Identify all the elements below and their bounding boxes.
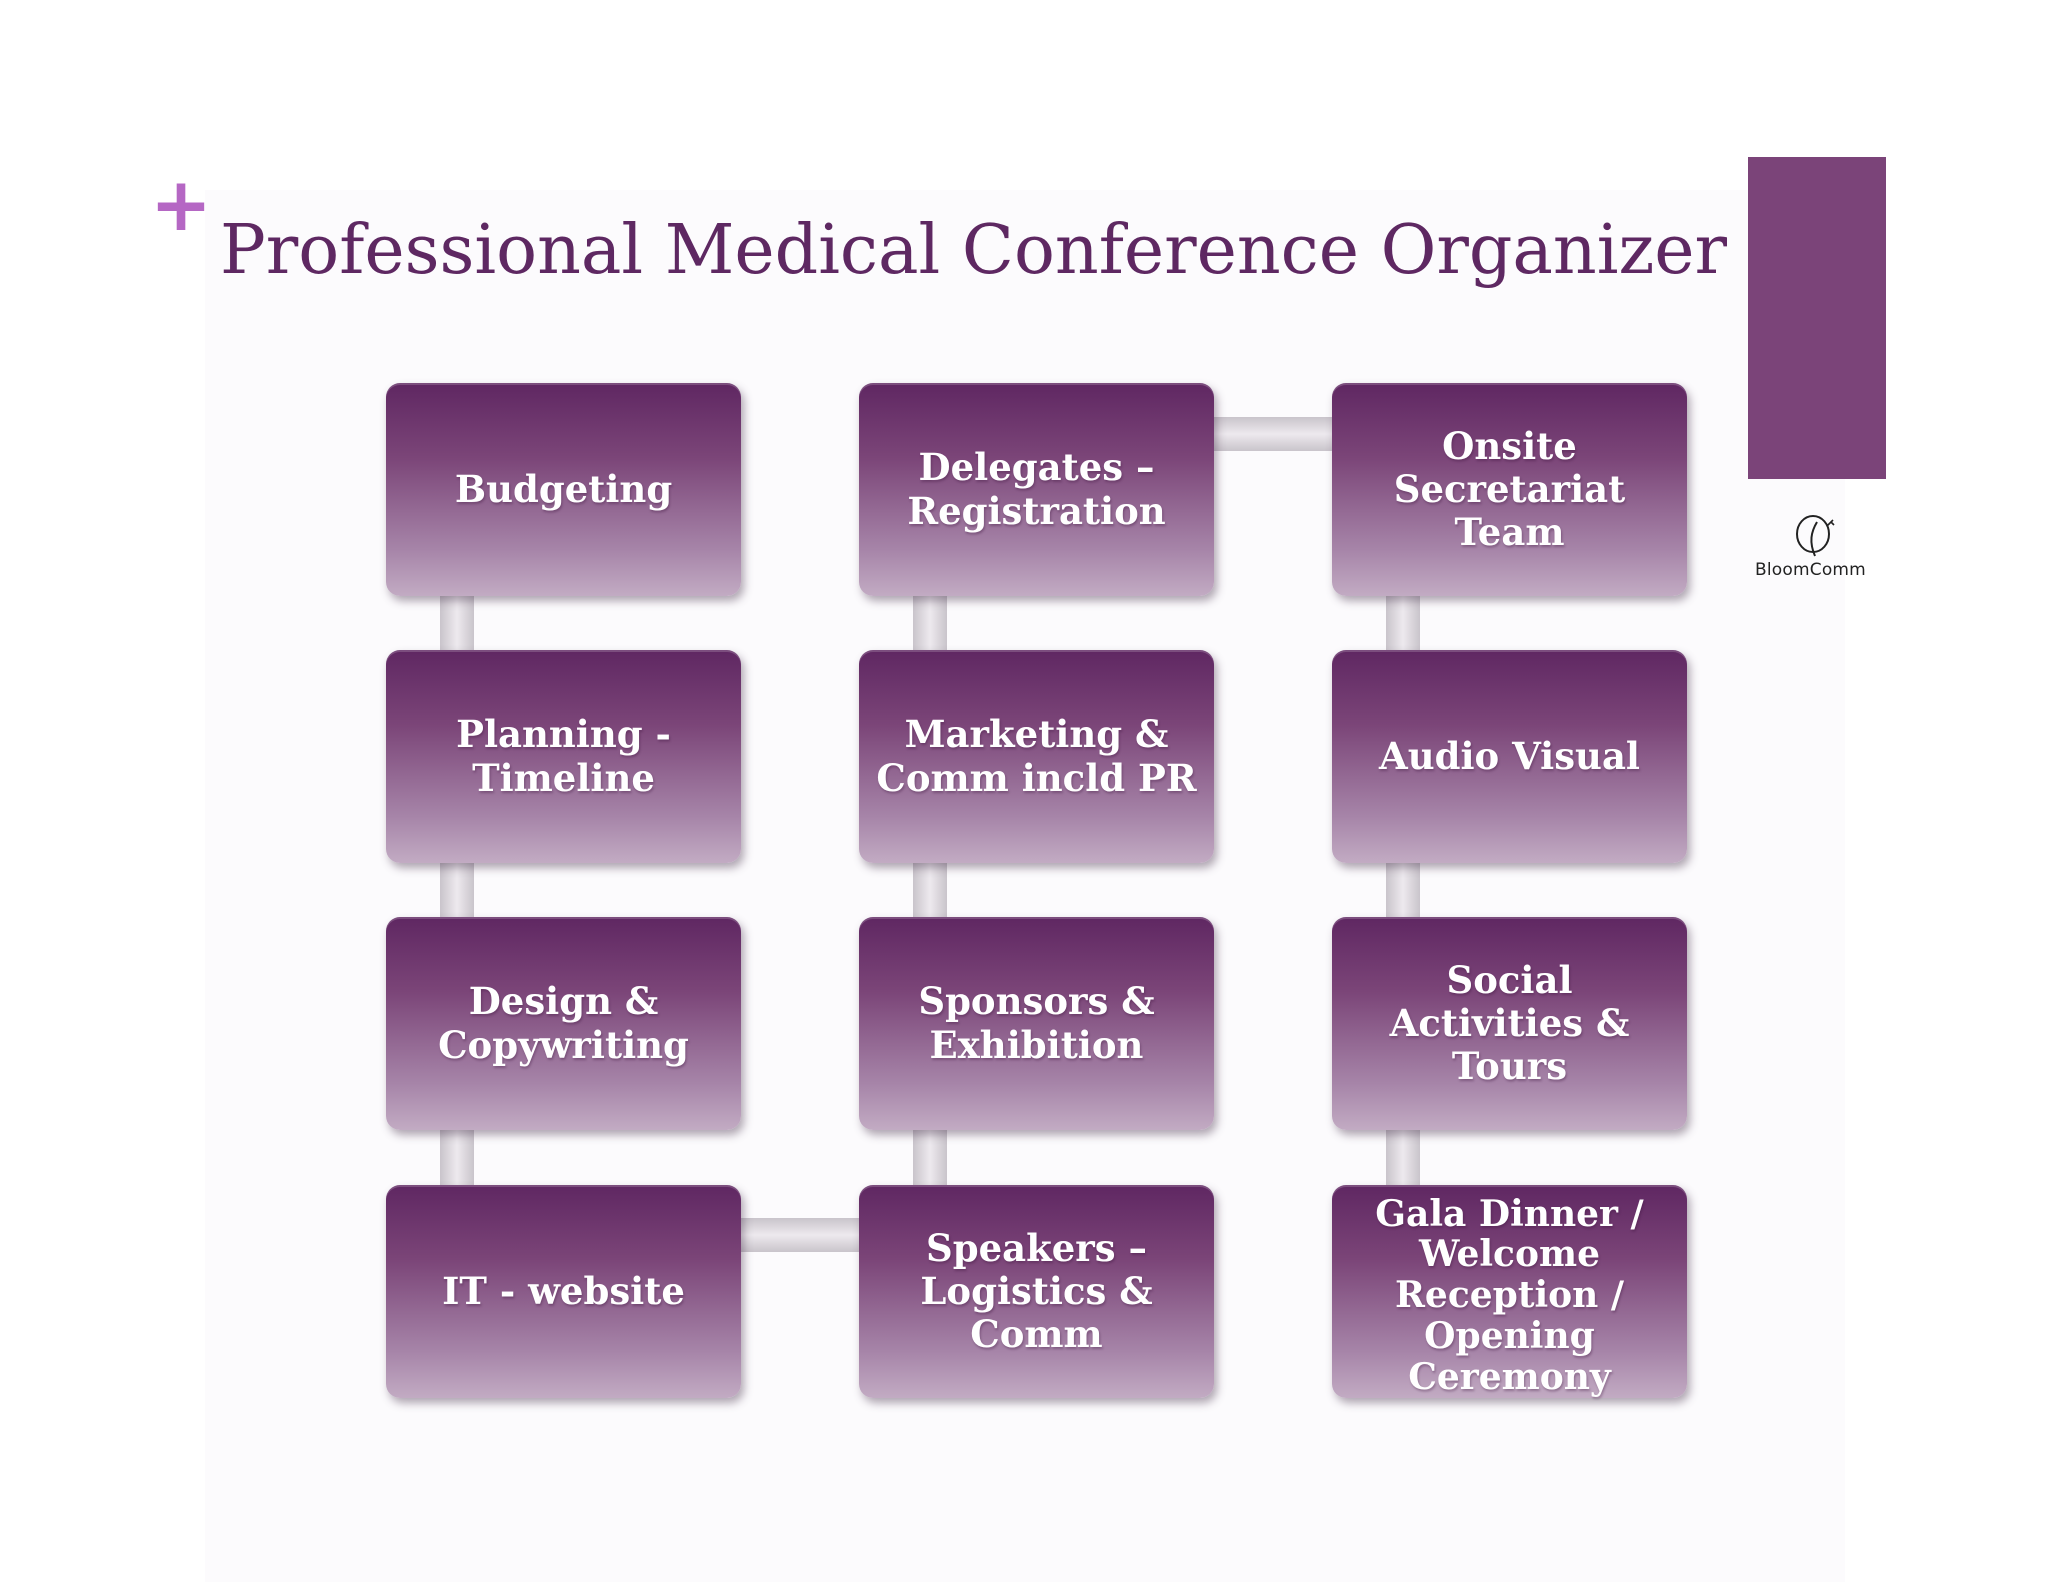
box-label: Marketing & Comm incld PR <box>876 712 1197 800</box>
box-label: Gala Dinner / Welcome Reception / Openin… <box>1375 1192 1644 1398</box>
box-label: Sponsors & Exhibition <box>918 979 1155 1067</box>
page-title: Professional Medical Conference Organize… <box>220 211 1728 290</box>
connector-h-bottom <box>738 1218 860 1252</box>
connector-c2-3-4 <box>913 1127 947 1185</box>
box-label: Social Activities & Tours <box>1389 957 1630 1089</box>
connector-c3-1-2 <box>1386 592 1420 650</box>
connector-c1-2-3 <box>440 859 474 917</box>
box-speakers-logistics: Speakers – Logistics & Comm <box>859 1185 1214 1398</box>
box-label: Budgeting <box>454 466 673 511</box>
box-social-activities: Social Activities & Tours <box>1332 917 1687 1130</box>
box-onsite-secretariat: Onsite Secretariat Team <box>1332 383 1687 596</box>
box-it-website: IT - website <box>386 1185 741 1398</box>
box-label: Speakers – Logistics & Comm <box>920 1225 1153 1357</box>
box-delegates-registration: Delegates – Registration <box>859 383 1214 596</box>
box-gala-dinner: Gala Dinner / Welcome Reception / Openin… <box>1332 1185 1687 1398</box>
bloomcomm-logo: BloomComm <box>1752 512 1882 580</box>
logo-text: BloomComm <box>1755 560 1866 580</box>
box-label: IT - website <box>442 1268 685 1313</box>
connector-c1-3-4 <box>440 1127 474 1185</box>
box-label: Design & Copywriting <box>438 979 689 1067</box>
connector-c2-1-2 <box>913 592 947 650</box>
connector-c3-2-3 <box>1386 859 1420 917</box>
box-label: Audio Visual <box>1379 733 1640 778</box>
box-budgeting: Budgeting <box>386 383 741 596</box>
box-sponsors-exhibition: Sponsors & Exhibition <box>859 917 1214 1130</box>
box-audio-visual: Audio Visual <box>1332 650 1687 863</box>
box-label: Planning - Timeline <box>456 712 671 800</box>
connector-c2-2-3 <box>913 859 947 917</box>
box-marketing-comm: Marketing & Comm incld PR <box>859 650 1214 863</box>
connector-h-top <box>1212 417 1334 451</box>
box-planning-timeline: Planning - Timeline <box>386 650 741 863</box>
accent-bar <box>1748 157 1886 479</box>
connector-c3-3-4 <box>1386 1127 1420 1185</box>
logo-mark-icon <box>1796 515 1835 557</box>
box-design-copywriting: Design & Copywriting <box>386 917 741 1130</box>
plus-icon: + <box>150 162 213 248</box>
box-label: Delegates – Registration <box>907 445 1166 533</box>
box-label: Onsite Secretariat Team <box>1393 423 1626 555</box>
connector-c1-1-2 <box>440 592 474 650</box>
